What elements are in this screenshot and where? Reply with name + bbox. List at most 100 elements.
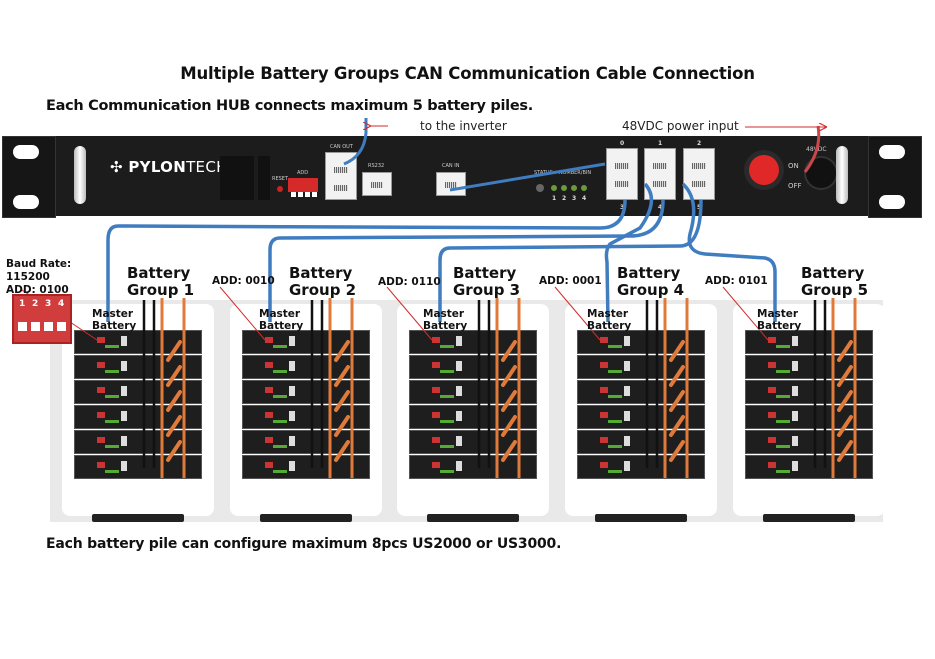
- link-cable: [166, 415, 182, 437]
- link-cable: [669, 415, 685, 437]
- hub-capacity-note: Each Communication HUB connects maximum …: [46, 98, 533, 114]
- can-port-0-3[interactable]: [606, 148, 638, 200]
- link-cable: [837, 340, 853, 362]
- port-number: 4: [658, 204, 663, 211]
- handle-left: [74, 146, 86, 204]
- port-number: 3: [620, 204, 625, 211]
- hub-address-dip-switch[interactable]: [288, 178, 318, 197]
- inverter-annotation: to the inverter: [420, 119, 507, 133]
- link-cable: [501, 415, 517, 437]
- pylontech-logo: ✣ PYLONTECH: [110, 158, 228, 176]
- dip-switch-detail: 1 2 3 4: [12, 294, 72, 344]
- dip-number: 1: [19, 299, 26, 309]
- led-number: 1: [552, 195, 557, 202]
- address-pointer-arrow: [219, 286, 266, 341]
- led-number: 3: [572, 195, 577, 202]
- battery-module: [577, 405, 705, 429]
- link-cable: [334, 365, 350, 387]
- rs232-port[interactable]: [362, 172, 392, 196]
- link-cable: [166, 365, 182, 387]
- can-port-1-4[interactable]: [644, 148, 676, 200]
- dc-power-connector[interactable]: [804, 156, 838, 190]
- can-in-label: CAN IN: [442, 163, 460, 169]
- led-number: 4: [582, 195, 587, 202]
- port-number: 2: [697, 140, 702, 147]
- address-pointer-arrow: [554, 286, 601, 341]
- can-cable-group-2: [268, 199, 665, 322]
- can-cable-port4: [604, 182, 654, 323]
- battery-module: [577, 455, 705, 479]
- number-bin-label: NUMBER/BIN: [559, 170, 592, 176]
- reset-button[interactable]: [277, 186, 283, 192]
- dip-number: 2: [32, 299, 39, 309]
- baud-label: Baud Rate:: [6, 258, 72, 270]
- dc-input-cable: [803, 125, 821, 173]
- link-cable: [669, 365, 685, 387]
- can-in-port[interactable]: [436, 172, 466, 196]
- battery-module: [745, 455, 873, 479]
- link-cable: [166, 440, 182, 462]
- on-label: ON: [788, 162, 799, 170]
- dip-switch-2[interactable]: [31, 322, 40, 331]
- link-cable: [837, 415, 853, 437]
- can-out-port[interactable]: [325, 152, 357, 200]
- led-4: [581, 185, 587, 191]
- can-out-label: CAN OUT: [330, 144, 353, 150]
- battery-module: [577, 430, 705, 454]
- dip-switch-4[interactable]: [57, 322, 66, 331]
- link-cable: [166, 390, 182, 412]
- group-2-address: ADD: 0010: [212, 275, 275, 287]
- link-cable: [334, 415, 350, 437]
- power-switch[interactable]: [744, 150, 784, 190]
- diagram-title: Multiple Battery Groups CAN Communicatio…: [180, 64, 755, 83]
- link-cable: [669, 440, 685, 462]
- link-cable: [669, 340, 685, 362]
- led-2: [561, 185, 567, 191]
- can-in-link-cable: [449, 162, 606, 192]
- dip-switch-1[interactable]: [18, 322, 27, 331]
- battery-module: [74, 455, 202, 479]
- group-5-address: ADD: 0101: [705, 275, 768, 287]
- rack-ear-right: [868, 136, 922, 218]
- off-label: OFF: [788, 182, 802, 190]
- pile-capacity-note: Each battery pile can configure maximum …: [46, 536, 562, 552]
- link-cable: [837, 365, 853, 387]
- port-number: 5: [697, 204, 702, 211]
- link-cable: [334, 340, 350, 362]
- group-4-address: ADD: 0001: [539, 275, 602, 287]
- power-annotation: 48VDC power input: [622, 119, 739, 133]
- link-cable: [334, 390, 350, 412]
- baud-rate-note: Baud Rate: 115200 ADD: 0100: [6, 258, 71, 297]
- group1-address: ADD: 0100: [6, 284, 69, 296]
- link-cable: [334, 440, 350, 462]
- logo-mark-icon: ✣: [110, 158, 129, 176]
- dip-switch-3[interactable]: [44, 322, 53, 331]
- link-cable: [501, 390, 517, 412]
- reset-label: RESET: [272, 176, 289, 182]
- led-1: [551, 185, 557, 191]
- terminal-block: [220, 156, 254, 200]
- terminal-block-small: [258, 156, 270, 200]
- address-pointer-arrow: [722, 286, 769, 341]
- baud-value: 115200: [6, 271, 50, 283]
- link-cable: [166, 340, 182, 362]
- handle-right: [836, 146, 848, 204]
- address-pointer-arrow: [386, 286, 433, 341]
- battery-module: [409, 380, 537, 404]
- rack-ear-left: [2, 136, 56, 218]
- can-cable-group-5: [681, 182, 777, 322]
- battery-module: [409, 455, 537, 479]
- rs232-label: RS232: [368, 163, 385, 169]
- dip-number: 4: [58, 299, 65, 309]
